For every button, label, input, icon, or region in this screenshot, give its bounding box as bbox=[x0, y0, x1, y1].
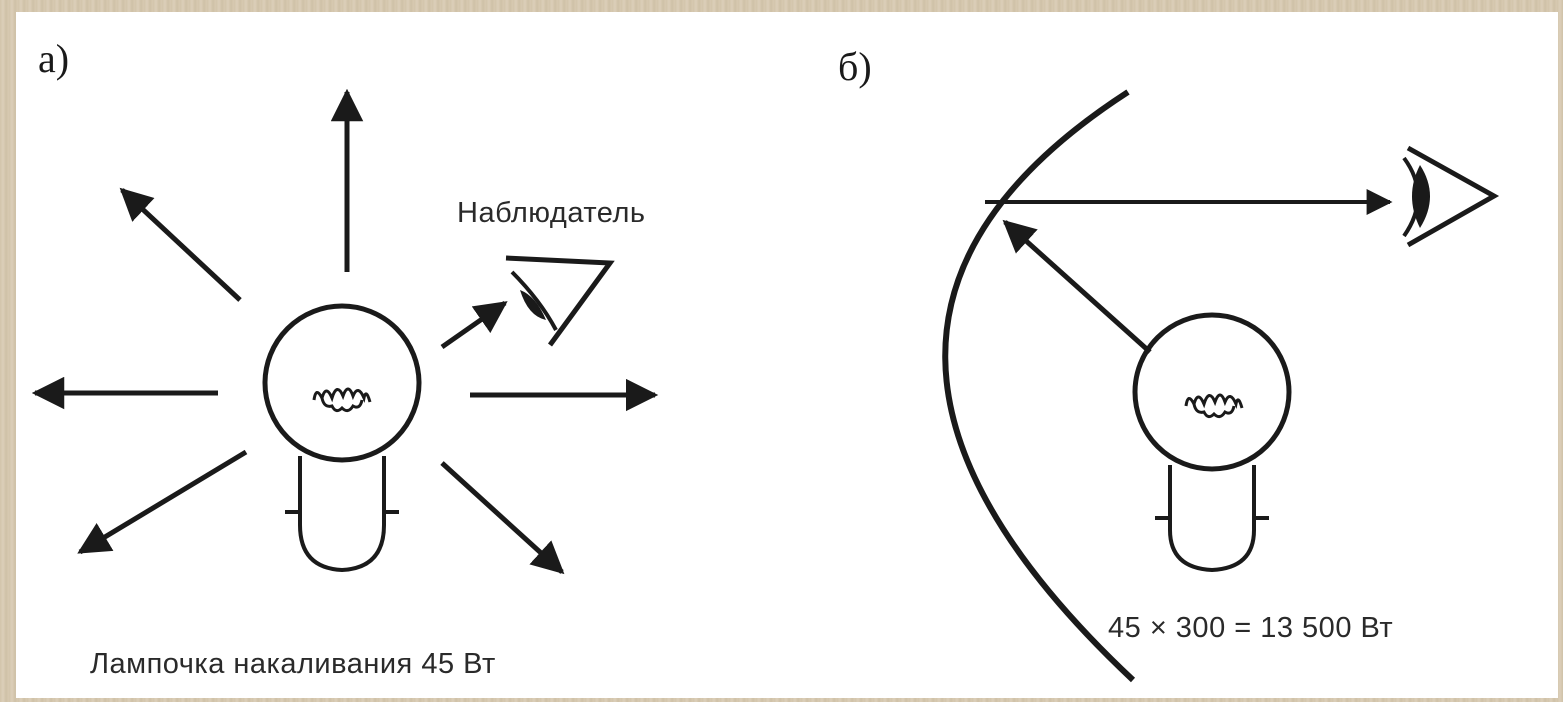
panel-b: б) 45 × 300 = 13 500 Вт bbox=[838, 44, 1500, 683]
arrow-down-right bbox=[440, 461, 565, 575]
panel-b-letter: б) bbox=[838, 44, 872, 89]
eye-icon bbox=[505, 255, 615, 347]
panel-b-caption: 45 × 300 = 13 500 Вт bbox=[1108, 612, 1393, 644]
panel-a: а) Наблюдатель Лампочка накаливания 45 В… bbox=[31, 36, 659, 680]
panel-a-caption: Лампочка накаливания 45 Вт bbox=[90, 648, 496, 680]
panel-a-letter: а) bbox=[38, 36, 69, 81]
reflector-arc bbox=[942, 89, 1136, 683]
observer-label: Наблюдатель bbox=[457, 197, 645, 229]
arrow-to-observer bbox=[440, 300, 508, 350]
diagram-canvas bbox=[16, 12, 1558, 698]
eye-icon bbox=[1402, 145, 1500, 248]
light-bulb-icon bbox=[1132, 312, 1292, 573]
incident-ray-arrow bbox=[1002, 219, 1152, 354]
arrow-up-left bbox=[119, 187, 242, 302]
light-bulb-icon bbox=[262, 303, 422, 573]
radiating-arrows bbox=[31, 88, 659, 575]
arrow-down-left bbox=[77, 449, 248, 555]
